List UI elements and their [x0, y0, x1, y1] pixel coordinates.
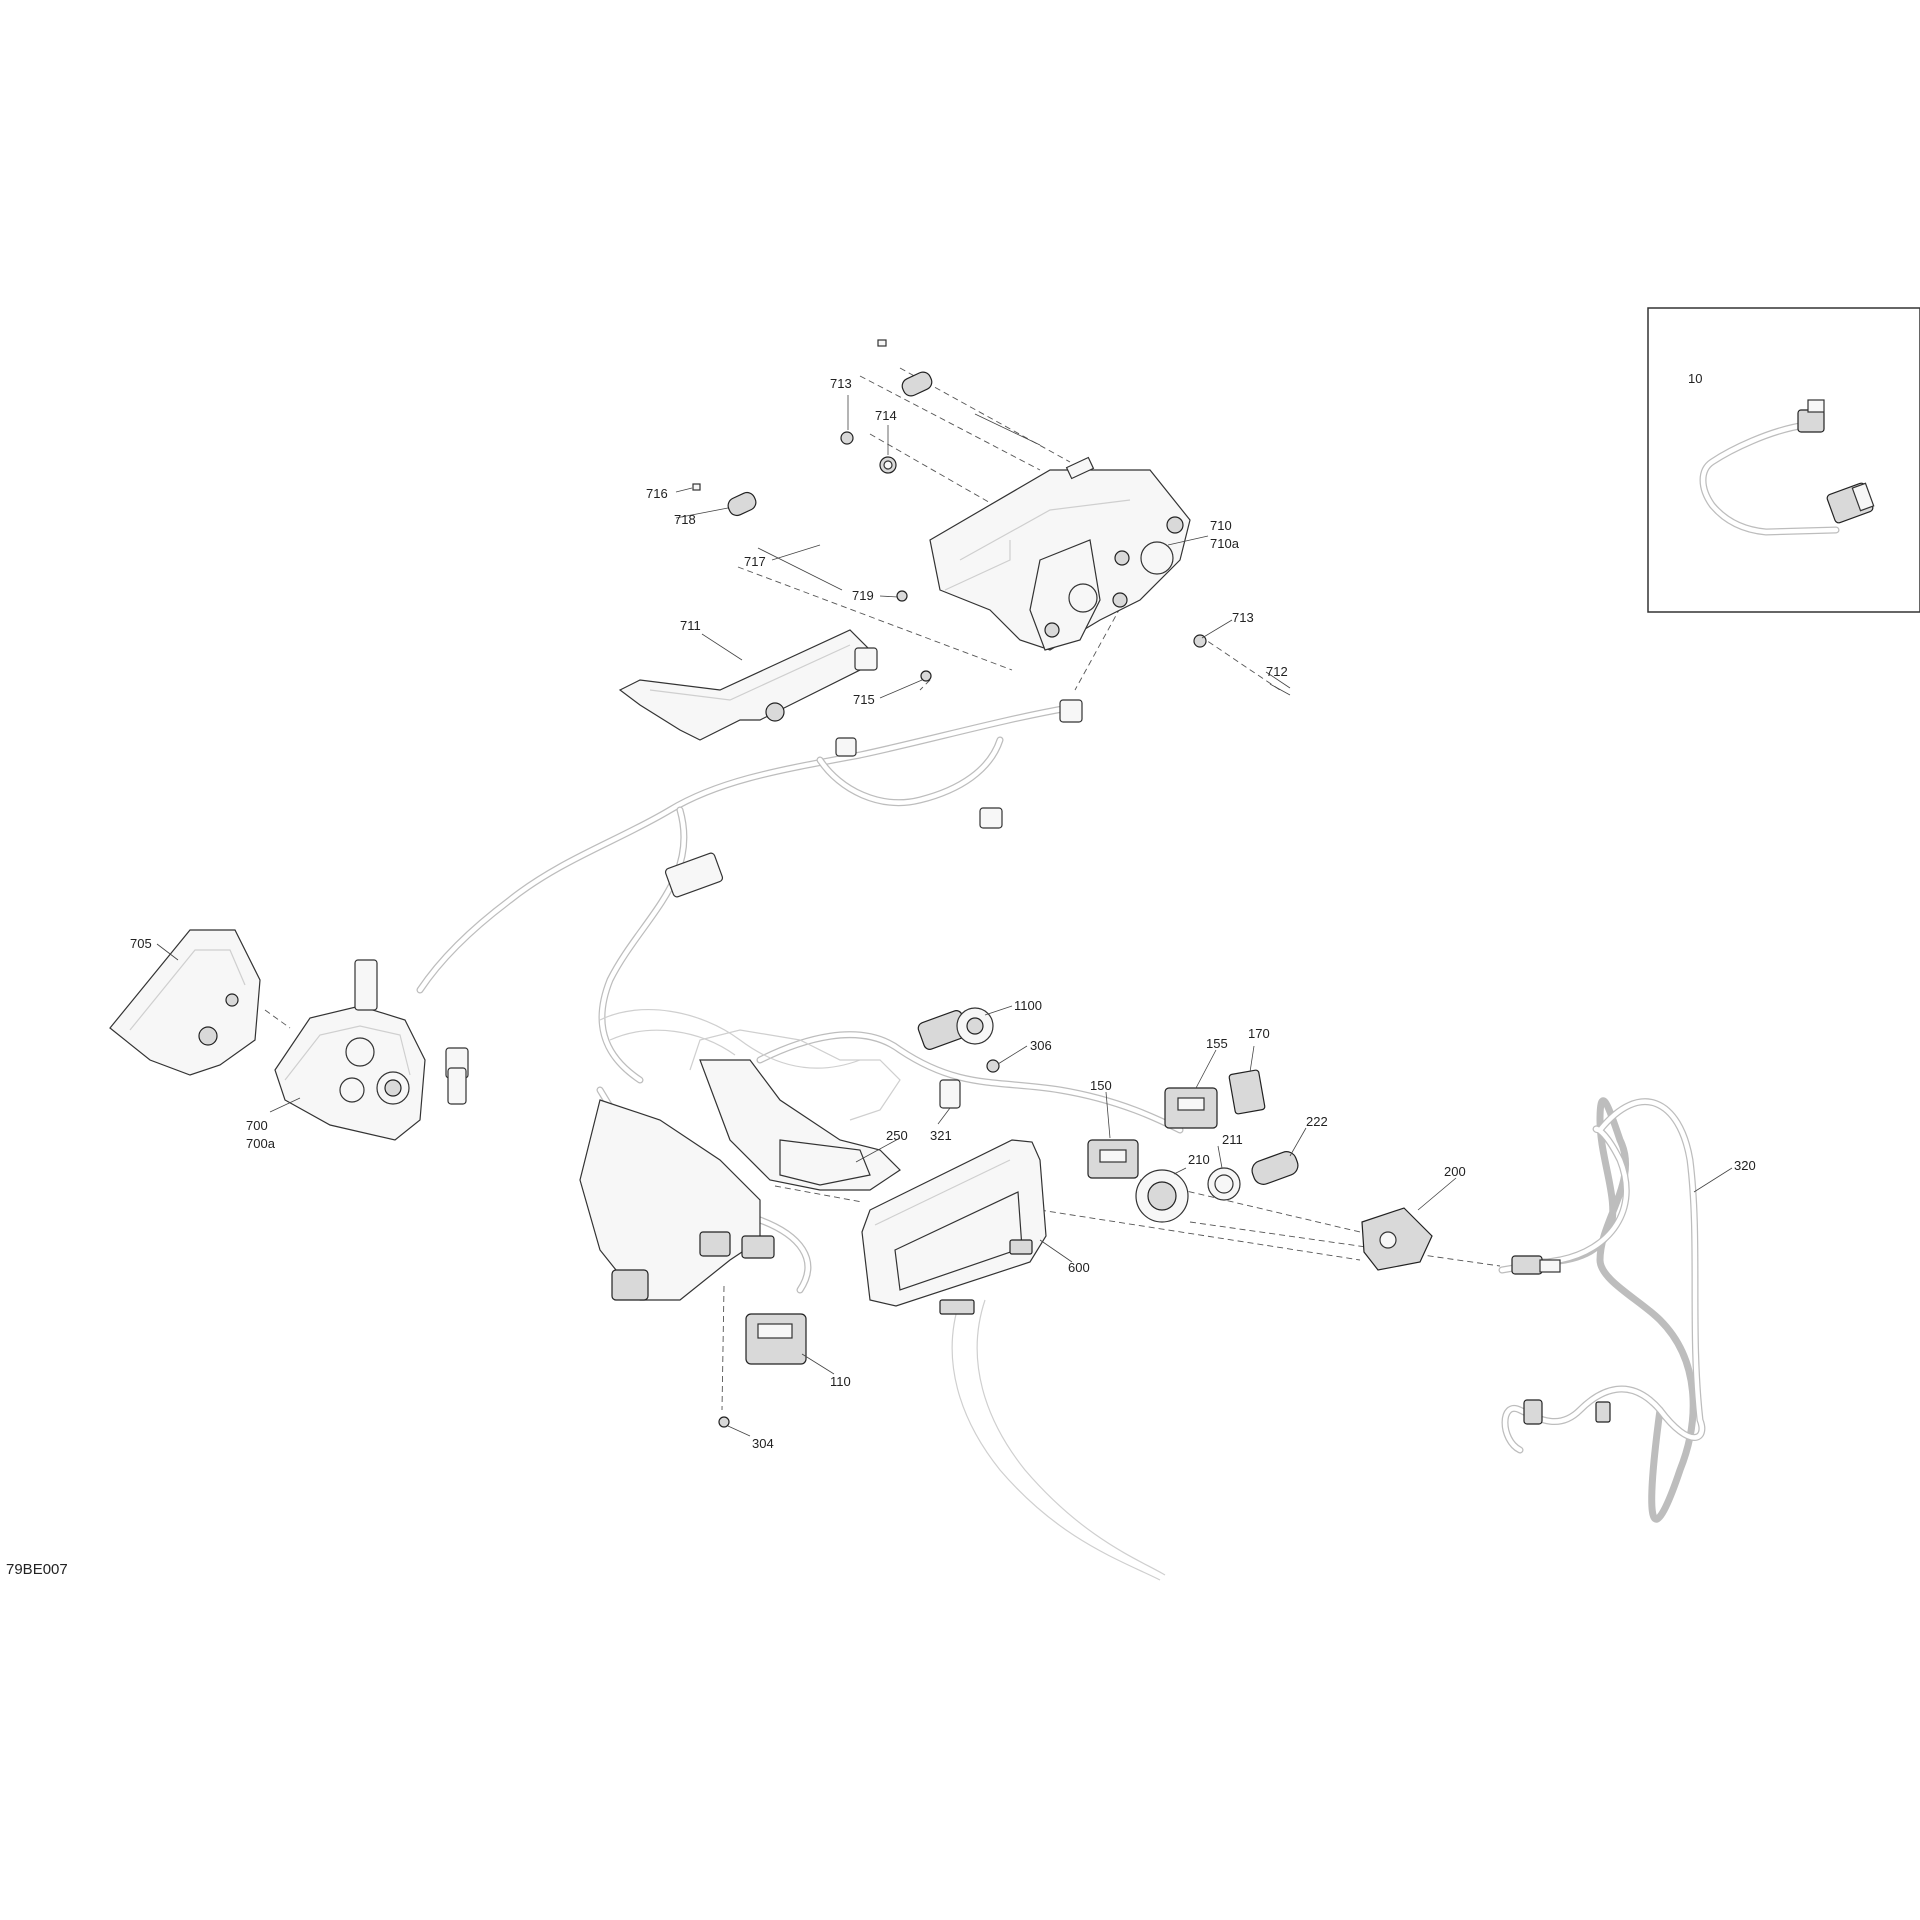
part-320-harness — [1498, 1097, 1706, 1523]
part-155-switch — [1164, 1087, 1218, 1129]
part-710-support-bracket — [929, 456, 1191, 651]
part-600-gauge-cluster — [861, 1139, 1047, 1315]
callout-719: 719 — [852, 588, 874, 603]
leader-lines — [156, 395, 1733, 1437]
callout-210: 210 — [1188, 1152, 1210, 1167]
part-1100-socket — [917, 1007, 994, 1050]
part-705-headlight-bracket — [109, 929, 261, 1076]
part-711-bracket — [618, 629, 878, 741]
callout-211: 211 — [1222, 1132, 1243, 1147]
part-210-socket — [1135, 1169, 1189, 1223]
callout-713: 713 — [830, 376, 852, 391]
callout-155: 155 — [1206, 1036, 1228, 1051]
part-211-ring — [1207, 1167, 1241, 1201]
callout-170: 170 — [1248, 1026, 1270, 1041]
callout-1100: 1100 — [1014, 998, 1042, 1013]
callout-711: 711 — [680, 618, 701, 633]
callout-250: 250 — [886, 1128, 908, 1143]
part-200-module — [1361, 1207, 1433, 1271]
callout-715: 715 — [853, 692, 875, 707]
callout-110: 110 — [830, 1374, 851, 1389]
part-304-screw — [718, 1416, 730, 1428]
callout-200: 200 — [1444, 1164, 1466, 1179]
callout-710: 710 — [1210, 518, 1232, 533]
callout-705: 705 — [130, 936, 152, 951]
callout-712: 712 — [1266, 664, 1288, 679]
inset-box: 10 — [1647, 307, 1920, 613]
part-306-screw — [986, 1059, 1000, 1073]
callout-714: 714 — [875, 408, 897, 423]
part-700-headlight — [274, 959, 467, 1141]
callout-304: 304 — [752, 1436, 774, 1451]
callout-222: 222 — [1306, 1114, 1328, 1129]
fasteners — [692, 339, 1291, 696]
assembly-lines — [264, 367, 1501, 1411]
callout-713-b: 713 — [1232, 610, 1254, 625]
callout-labels: 713 714 716 718 717 719 710 710a 713 712… — [130, 376, 1756, 1451]
callout-700: 700 — [246, 1118, 268, 1133]
callout-600: 600 — [1068, 1260, 1090, 1275]
callout-320: 320 — [1734, 1158, 1756, 1173]
callout-718: 718 — [674, 512, 696, 527]
part-10-harness — [1699, 399, 1875, 536]
callout-700a: 700a — [246, 1136, 276, 1151]
part-321-clip — [939, 1079, 961, 1109]
inset-label: 10 — [1688, 371, 1702, 386]
callout-150: 150 — [1090, 1078, 1112, 1093]
part-110-switch — [745, 1313, 807, 1365]
callout-306: 306 — [1030, 1038, 1052, 1053]
part-250-bracket — [779, 1139, 871, 1186]
part-150-switch — [1087, 1139, 1139, 1179]
callout-716: 716 — [646, 486, 668, 501]
callout-710a: 710a — [1210, 536, 1240, 551]
callout-717: 717 — [744, 554, 766, 569]
part-170-cap — [1228, 1069, 1266, 1115]
callout-321: 321 — [930, 1128, 952, 1143]
part-222-plug — [1251, 1151, 1299, 1185]
diagram-code: 79BE007 — [6, 1561, 68, 1578]
